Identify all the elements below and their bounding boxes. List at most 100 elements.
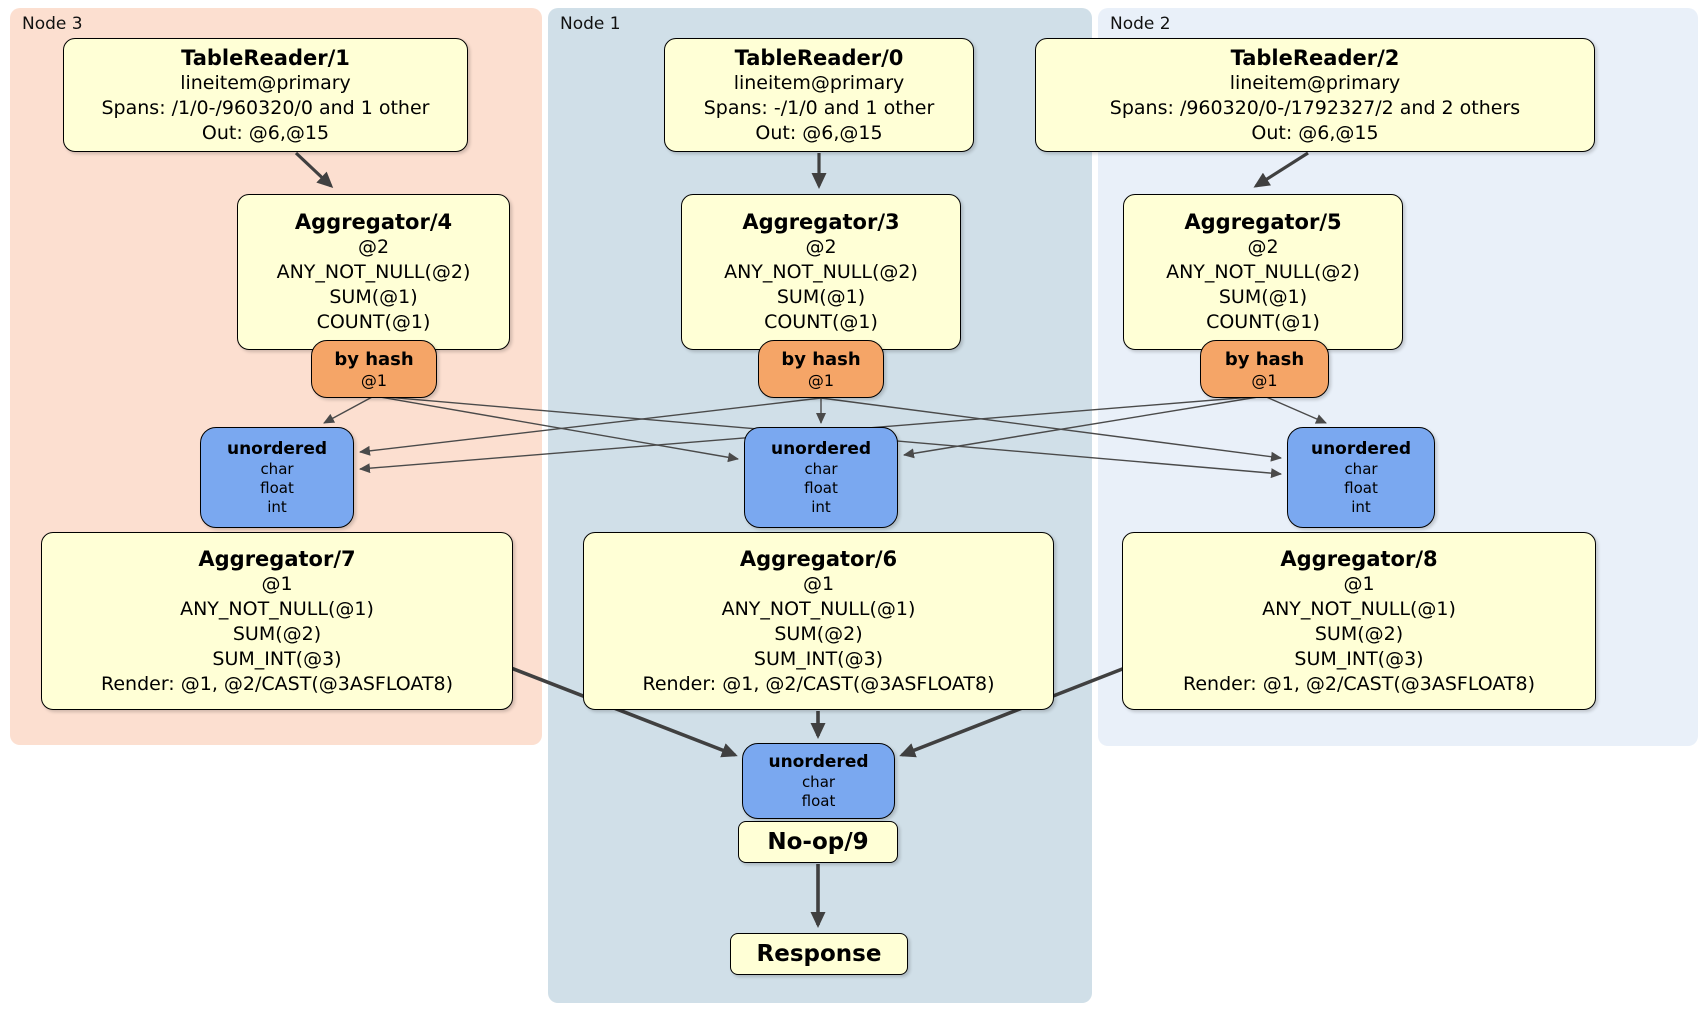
processor-title: Aggregator/8 <box>1280 546 1438 571</box>
processor-title: Aggregator/6 <box>739 546 898 571</box>
response-title: Response <box>756 941 882 967</box>
router-detail: @1 <box>807 370 835 390</box>
processor-title: TableReader/0 <box>734 45 904 70</box>
processor-detail: SUM_INT(@3) <box>212 647 342 670</box>
processor-detail: SUM_INT(@3) <box>1294 647 1424 670</box>
processor-detail: @2 <box>1247 236 1279 258</box>
processor-aggregator-4: Aggregator/4 @2 ANY_NOT_NULL(@2) SUM(@1)… <box>237 194 510 350</box>
node-2-label: Node 2 <box>1110 14 1171 34</box>
sync-detail: char <box>804 460 838 478</box>
sync-unordered-6: unordered char float int <box>744 427 898 528</box>
processor-detail: lineitem@primary <box>180 71 351 94</box>
router-title: by hash <box>781 348 861 370</box>
router-detail: @1 <box>360 370 388 390</box>
processor-detail: SUM(@2) <box>1314 622 1404 645</box>
sync-title: unordered <box>770 439 872 459</box>
processor-detail: SUM(@2) <box>774 622 863 645</box>
processor-detail: lineitem@primary <box>1229 71 1401 94</box>
aggregator-to-sync-edges <box>505 664 1131 928</box>
processor-tablereader-1: TableReader/1 lineitem@primary Spans: /1… <box>63 38 468 152</box>
processor-tablereader-2: TableReader/2 lineitem@primary Spans: /9… <box>1035 38 1595 152</box>
processor-detail: ANY_NOT_NULL(@2) <box>724 261 918 283</box>
sync-detail: float <box>804 479 838 497</box>
router-title: by hash <box>1224 348 1305 370</box>
edge-router3-sync8 <box>820 397 1282 462</box>
sync-unordered-7: unordered char float int <box>200 427 354 528</box>
processor-detail: COUNT(@1) <box>1206 311 1320 333</box>
processor-aggregator-6: Aggregator/6 @1 ANY_NOT_NULL(@1) SUM(@2)… <box>583 532 1054 710</box>
processor-title: No-op/9 <box>767 829 869 855</box>
sync-unordered-8: unordered char float int <box>1287 427 1435 528</box>
sync-title: unordered <box>1310 439 1412 459</box>
sync-detail: int <box>267 498 287 516</box>
processor-detail: Render: @1, @2/CAST(@3ASFLOAT8) <box>1183 672 1535 695</box>
processor-detail: ANY_NOT_NULL(@2) <box>1166 261 1360 283</box>
processor-detail: SUM(@1) <box>776 286 866 308</box>
response-box: Response <box>730 933 908 975</box>
sync-detail: float <box>1344 479 1378 497</box>
processor-aggregator-8: Aggregator/8 @1 ANY_NOT_NULL(@1) SUM(@2)… <box>1122 532 1596 710</box>
router-by-hash-5: by hash @1 <box>1200 340 1329 398</box>
edge-router5-sync6 <box>903 395 1265 459</box>
sync-detail: char <box>1344 460 1378 478</box>
router-by-hash-3: by hash @1 <box>758 340 884 398</box>
processor-detail: lineitem@primary <box>733 71 905 94</box>
processor-detail: @1 <box>802 572 835 595</box>
processor-detail: Out: @6,@15 <box>755 121 883 144</box>
sync-detail: int <box>1351 498 1371 516</box>
sync-detail: int <box>811 498 831 516</box>
processor-detail: SUM_INT(@3) <box>753 647 884 670</box>
processor-detail: SUM(@1) <box>1218 286 1308 308</box>
processor-detail: @1 <box>261 572 293 595</box>
router-title: by hash <box>334 348 414 370</box>
sync-detail: char <box>260 460 294 478</box>
edge-router5-sync8 <box>1263 395 1327 424</box>
processor-title: Aggregator/7 <box>198 546 356 571</box>
sync-detail: float <box>260 479 294 497</box>
processor-detail: ANY_NOT_NULL(@1) <box>180 597 374 620</box>
edge-tr1-agg4 <box>294 151 334 189</box>
sync-unordered-final: unordered char float <box>742 743 895 819</box>
processor-detail: @1 <box>1343 572 1375 595</box>
reader-to-aggregator-edges <box>294 151 1309 189</box>
node-1-label: Node 1 <box>560 14 621 34</box>
edge-agg7-sync9 <box>505 664 738 758</box>
edge-tr2-agg5 <box>1253 151 1309 188</box>
edge-router4-sync6 <box>373 395 739 463</box>
processor-detail: COUNT(@1) <box>764 311 878 333</box>
processor-detail: Spans: /1/0-/960320/0 and 1 other <box>101 96 430 119</box>
processor-detail: Spans: /960320/0-/1792327/2 and 2 others <box>1109 96 1521 119</box>
edge-router3-sync7 <box>359 397 822 456</box>
sync-detail: char <box>801 773 836 791</box>
processor-title: TableReader/1 <box>181 45 350 70</box>
processor-aggregator-3: Aggregator/3 @2 ANY_NOT_NULL(@2) SUM(@1)… <box>681 194 961 350</box>
processor-detail: Spans: -/1/0 and 1 other <box>703 96 935 119</box>
processor-detail: Out: @6,@15 <box>201 121 330 144</box>
processor-title: Aggregator/3 <box>742 210 900 234</box>
node-3-label: Node 3 <box>22 14 83 34</box>
sync-title: unordered <box>226 439 328 459</box>
processor-detail: @2 <box>357 236 390 258</box>
processor-title: TableReader/2 <box>1230 45 1400 70</box>
router-by-hash-4: by hash @1 <box>311 340 437 398</box>
processor-aggregator-5: Aggregator/5 @2 ANY_NOT_NULL(@2) SUM(@1)… <box>1123 194 1403 350</box>
processor-detail: ANY_NOT_NULL(@2) <box>276 261 471 283</box>
processor-detail: Render: @1, @2/CAST(@3ASFLOAT8) <box>101 672 453 695</box>
edge-router4-sync7 <box>323 395 375 424</box>
processor-tablereader-0: TableReader/0 lineitem@primary Spans: -/… <box>664 38 974 152</box>
router-detail: @1 <box>1251 370 1278 390</box>
processor-detail: ANY_NOT_NULL(@1) <box>721 597 916 620</box>
processor-detail: SUM(@1) <box>329 286 418 308</box>
processor-no-op-9: No-op/9 <box>738 821 898 863</box>
processor-detail: Out: @6,@15 <box>1251 121 1379 144</box>
processor-detail: ANY_NOT_NULL(@1) <box>1262 597 1456 620</box>
processor-aggregator-7: Aggregator/7 @1 ANY_NOT_NULL(@1) SUM(@2)… <box>41 532 513 710</box>
processor-detail: SUM(@2) <box>232 622 322 645</box>
processor-detail: Render: @1, @2/CAST(@3ASFLOAT8) <box>642 672 995 695</box>
processor-title: Aggregator/5 <box>1184 210 1342 234</box>
processor-detail: @2 <box>805 236 837 258</box>
sync-title: unordered <box>768 752 869 772</box>
processor-title: Aggregator/4 <box>294 210 453 234</box>
